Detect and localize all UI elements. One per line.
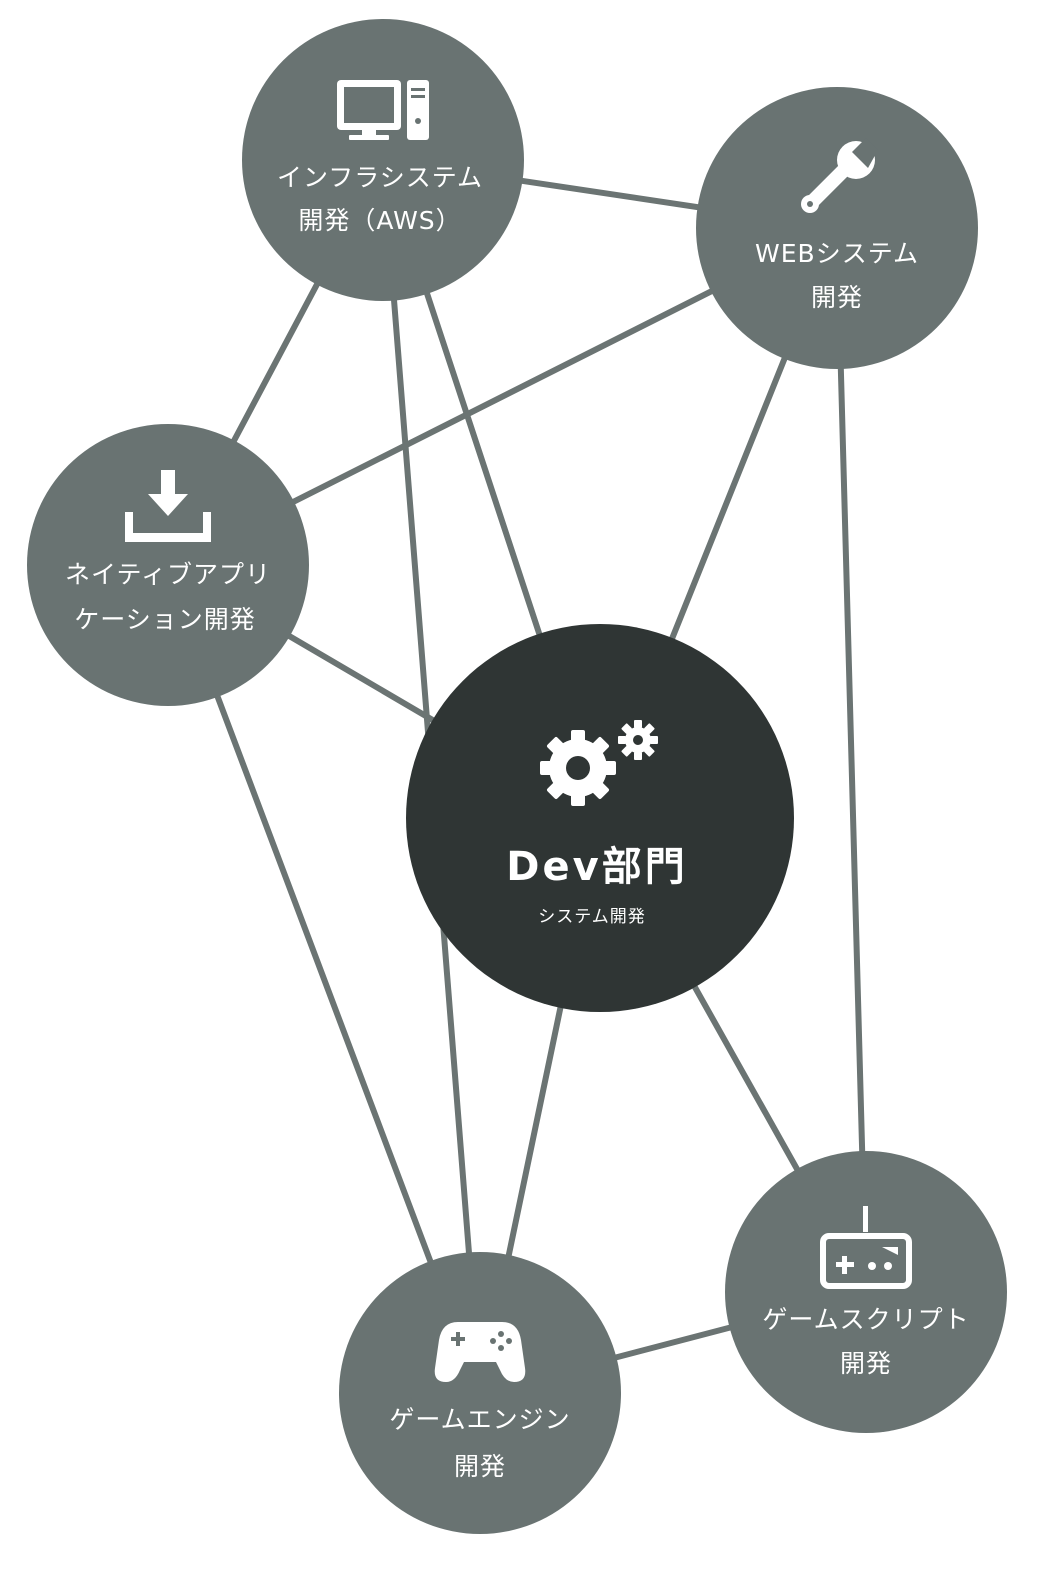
node-infra-circle xyxy=(242,19,524,301)
node-web: WEBシステム 開発 xyxy=(696,87,978,369)
desktop-computer-icon xyxy=(337,80,429,140)
node-web-label-line1: WEBシステム xyxy=(755,239,919,268)
node-hub-circle xyxy=(406,624,794,1012)
node-native-label-line1: ネイティブアプリ xyxy=(65,560,271,589)
node-engine-label-line2: 開発 xyxy=(454,1452,506,1481)
node-web-circle xyxy=(696,87,978,369)
node-web-label-line2: 開発 xyxy=(811,283,863,312)
download-icon xyxy=(125,470,211,542)
wrench-icon xyxy=(801,138,878,213)
node-script-label-line2: 開発 xyxy=(840,1349,892,1378)
node-native: ネイティブアプリ ケーション開発 xyxy=(27,424,309,706)
node-native-label-line2: ケーション開発 xyxy=(74,605,256,634)
node-engine-circle xyxy=(339,1252,621,1534)
edge-web-script xyxy=(834,225,869,1295)
node-engine: ゲームエンジン 開発 xyxy=(339,1252,621,1534)
hub-title: Dev部門 xyxy=(506,844,687,890)
node-script-label-line1: ゲームスクリプト xyxy=(762,1305,969,1334)
node-native-circle xyxy=(27,424,309,706)
node-infra: インフラシステム 開発（AWS） xyxy=(242,19,524,301)
node-engine-label-line1: ゲームエンジン xyxy=(389,1405,570,1434)
hub-subtitle: システム開発 xyxy=(538,907,646,927)
game-controller-box-icon xyxy=(820,1206,912,1289)
node-script-circle xyxy=(725,1151,1007,1433)
node-hub: Dev部門 システム開発 xyxy=(406,624,794,1012)
gamepad-icon xyxy=(434,1322,526,1382)
node-infra-label-line1: インフラシステム xyxy=(277,163,483,192)
edge-native-engine xyxy=(165,562,483,1396)
node-script: ゲームスクリプト 開発 xyxy=(725,1151,1007,1433)
gears-icon xyxy=(540,720,658,806)
node-infra-label-line2: 開発（AWS） xyxy=(298,206,461,235)
